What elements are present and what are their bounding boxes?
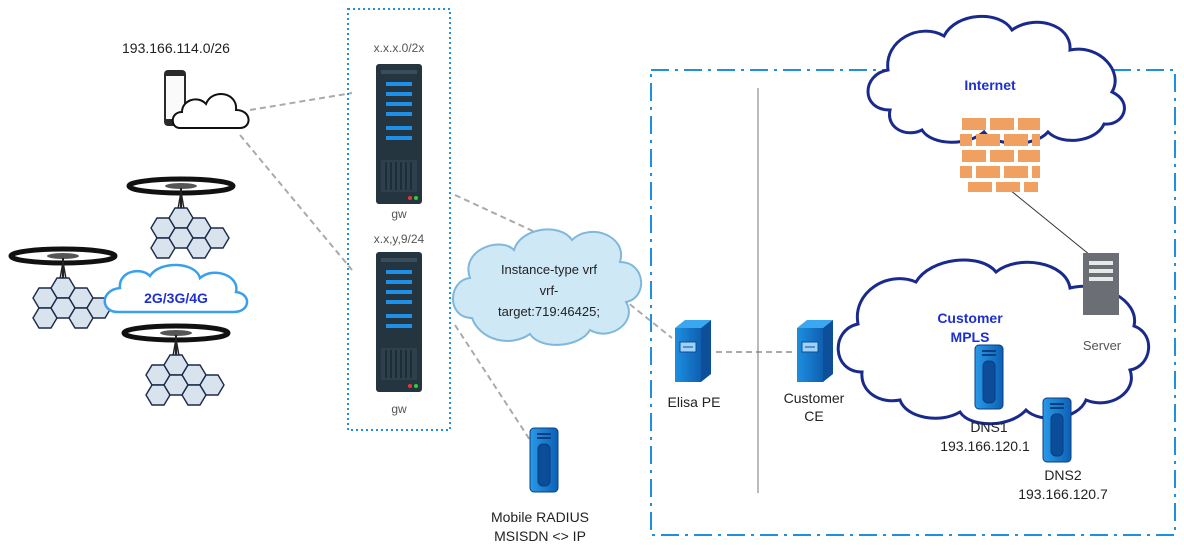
- firewall-server-link: [1009, 189, 1091, 256]
- gateway-server-icon: [375, 63, 423, 205]
- gateway-group-box: [347, 8, 451, 431]
- internet-label: Internet: [964, 77, 1016, 93]
- firewall-icon: [960, 118, 1040, 192]
- dns1-server-icon: [974, 344, 1004, 410]
- dns1-ip-label: 193.166.120.1: [940, 438, 1030, 454]
- server-icon: [1083, 253, 1119, 315]
- gw2-name-label: gw: [391, 402, 407, 416]
- mpls-label-line1: Customer: [937, 310, 1003, 326]
- radius-server-icon: [529, 427, 559, 493]
- gateway-server-icon: [375, 251, 423, 393]
- dns2-ip-label: 193.166.120.7: [1018, 486, 1108, 502]
- vrf-label-line3: target:719:46425;: [498, 304, 600, 319]
- dns1-name-label: DNS1: [970, 419, 1008, 435]
- dns2-server-icon: [1042, 397, 1072, 463]
- mobile-network-cloud: [103, 263, 249, 314]
- vrf-cloud: [452, 228, 642, 346]
- elisa-pe-router-icon: [674, 319, 712, 383]
- gw1-subnet-label: x.x.x.0/2x: [373, 41, 425, 55]
- dns2-name-label: DNS2: [1044, 467, 1082, 483]
- elisa-pe-label: Elisa PE: [667, 394, 721, 410]
- customer-ce-label-line2: CE: [804, 408, 824, 424]
- customer-ce-router-icon: [796, 319, 834, 383]
- mpls-label-line2: MPLS: [950, 329, 990, 345]
- gw1-name-label: gw: [391, 207, 407, 221]
- customer-mpls-cloud: [836, 258, 1151, 426]
- radius-label-line2: MSISDN <> IP: [494, 528, 586, 544]
- vrf-label-line1: Instance-type vrf: [500, 262, 598, 277]
- server-label: Server: [1082, 338, 1122, 353]
- gw2-subnet-label: x.x,y,9/24: [373, 232, 425, 246]
- radius-label-line1: Mobile RADIUS: [490, 509, 590, 525]
- link-lines: [239, 92, 795, 441]
- cell-site-icon: [11, 249, 115, 329]
- cell-site-icon: [129, 179, 233, 259]
- customer-ce-label-line1: Customer: [783, 390, 845, 406]
- cell-site-icon: [124, 326, 228, 406]
- vrf-label-line2: vrf-: [539, 283, 559, 298]
- mobile-subnet-label: 193.166.114.0/26: [122, 40, 230, 56]
- mobile-cloud-icon: [171, 93, 250, 129]
- mobile-network-label: 2G/3G/4G: [144, 290, 208, 306]
